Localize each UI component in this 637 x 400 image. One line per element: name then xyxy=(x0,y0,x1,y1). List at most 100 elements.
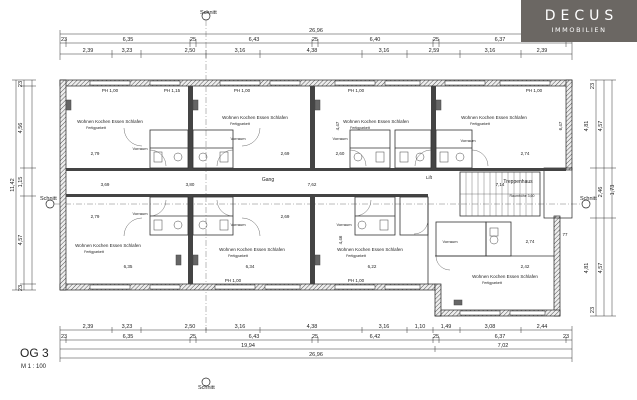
svg-text:2,39: 2,39 xyxy=(537,48,548,54)
svg-text:6,40: 6,40 xyxy=(370,37,381,43)
corridor-label: Gang xyxy=(262,177,274,183)
room-floor: Fertigparkett xyxy=(346,254,366,258)
bottom-dimension-chains xyxy=(59,326,573,362)
svg-text:4,81: 4,81 xyxy=(584,121,590,132)
svg-text:PH 1,00: PH 1,00 xyxy=(234,88,251,93)
svg-text:6,43: 6,43 xyxy=(249,334,260,340)
vestibule-label: Vorraum xyxy=(132,211,148,216)
svg-text:4,57: 4,57 xyxy=(18,235,24,246)
svg-text:PH 1,00: PH 1,00 xyxy=(348,278,365,283)
vestibule-label: Vorraum xyxy=(230,136,246,141)
room-name: Wohnen Kochen Essen Schlafen xyxy=(337,247,403,252)
lift-label: Lift xyxy=(426,175,433,180)
room-name: Wohnen Kochen Essen Schlafen xyxy=(472,274,538,279)
svg-text:6,43: 6,43 xyxy=(249,37,260,43)
svg-text:23: 23 xyxy=(18,81,24,87)
svg-text:PH 1,15: PH 1,15 xyxy=(164,88,181,93)
room-name: Wohnen Kochen Essen Schlafen xyxy=(77,119,143,124)
svg-text:25: 25 xyxy=(190,334,196,340)
inner-partitions xyxy=(149,129,554,284)
svg-text:6,47: 6,47 xyxy=(558,121,563,130)
left-dimension-chains xyxy=(12,79,36,291)
svg-text:4,81: 4,81 xyxy=(584,263,590,274)
room-floor: Fertigparkett xyxy=(482,281,502,285)
svg-text:23: 23 xyxy=(61,334,67,340)
svg-text:4,38: 4,38 xyxy=(307,324,318,330)
vestibule-label: Vorraum xyxy=(132,146,148,151)
room-name: Wohnen Kochen Essen Schlafen xyxy=(343,119,409,124)
room-floor: Fertigparkett xyxy=(228,254,248,258)
left-dimension-texts: 23 4,56 11,42 1,15 4,57 23 xyxy=(10,81,24,291)
windows xyxy=(89,80,551,316)
room-name: Wohnen Kochen Essen Schlafen xyxy=(75,243,141,248)
svg-text:7,02: 7,02 xyxy=(498,343,509,349)
svg-text:3,16: 3,16 xyxy=(235,324,246,330)
svg-text:3,69: 3,69 xyxy=(101,182,110,187)
svg-text:2,79: 2,79 xyxy=(91,151,100,156)
top-total-dim: 26,96 xyxy=(309,28,323,34)
svg-text:2,74: 2,74 xyxy=(526,239,535,244)
svg-text:6,35: 6,35 xyxy=(123,334,134,340)
stair-treads xyxy=(460,172,540,216)
svg-text:25: 25 xyxy=(312,37,318,43)
vestibule-label: Vorraum xyxy=(230,222,246,227)
room-name: Wohnen Kochen Essen Schlafen xyxy=(219,247,285,252)
svg-text:11,42: 11,42 xyxy=(10,178,16,191)
top-dimension-chains xyxy=(59,30,573,60)
svg-text:3,16: 3,16 xyxy=(485,48,496,54)
svg-text:7,62: 7,62 xyxy=(308,182,317,187)
stair-label: Treppenhaus xyxy=(503,179,533,185)
svg-text:3,16: 3,16 xyxy=(235,48,246,54)
svg-text:4,47: 4,47 xyxy=(335,121,340,130)
svg-text:6,37: 6,37 xyxy=(495,37,506,43)
door-swings xyxy=(123,127,489,271)
svg-text:2,69: 2,69 xyxy=(281,214,290,219)
svg-text:2,59: 2,59 xyxy=(429,48,440,54)
svg-text:2,50: 2,50 xyxy=(185,48,196,54)
svg-text:1,49: 1,49 xyxy=(441,324,452,330)
sanitary-fixtures xyxy=(65,99,499,306)
room-name: Wohnen Kochen Essen Schlafen xyxy=(222,115,288,120)
svg-text:7,14: 7,14 xyxy=(496,182,505,187)
sill-height-labels: PH 1,00 PH 1,15 PH 1,00 PH 1,00 PH 1,00 … xyxy=(102,88,543,283)
section-marker-top: Schnitt xyxy=(200,10,217,16)
svg-text:25: 25 xyxy=(433,334,439,340)
svg-text:25: 25 xyxy=(433,37,439,43)
svg-text:4,57: 4,57 xyxy=(598,121,604,132)
svg-text:1,10: 1,10 xyxy=(415,324,426,330)
svg-text:PH 1,00: PH 1,00 xyxy=(102,88,119,93)
svg-text:4,38: 4,38 xyxy=(307,48,318,54)
vestibule-label: Vorraum xyxy=(332,136,348,141)
svg-text:23: 23 xyxy=(61,37,67,43)
svg-text:6,22: 6,22 xyxy=(368,264,377,269)
room-floor: Fertigparkett xyxy=(470,122,490,126)
svg-text:6,34: 6,34 xyxy=(246,264,255,269)
svg-text:1,73: 1,73 xyxy=(610,185,616,196)
svg-text:2,44: 2,44 xyxy=(537,324,548,330)
svg-text:4,56: 4,56 xyxy=(18,123,24,134)
section-marker-left: Schnitt xyxy=(40,196,57,202)
svg-text:25: 25 xyxy=(190,37,196,43)
vestibule-label: Vorraum xyxy=(460,138,476,143)
logo-name: DECUS xyxy=(544,8,619,24)
svg-text:19,94: 19,94 xyxy=(241,343,255,349)
stair-height: Raumhöhe 3,60 xyxy=(510,194,535,198)
bottom-dimension-texts: 2,39 3,23 2,50 3,16 4,38 3,16 1,10 1,49 … xyxy=(61,324,569,358)
svg-text:6,37: 6,37 xyxy=(495,334,506,340)
svg-text:23: 23 xyxy=(563,334,569,340)
room-labels: Wohnen Kochen Essen Schlafen Fertigparke… xyxy=(75,115,538,285)
svg-text:77: 77 xyxy=(562,232,568,237)
svg-text:2,69: 2,69 xyxy=(281,151,290,156)
svg-text:3,08: 3,08 xyxy=(485,324,496,330)
section-markers: Schnitt Schnitt Schnitt Schnitt xyxy=(40,10,597,391)
svg-text:PH 1,00: PH 1,00 xyxy=(348,88,365,93)
floor-title: OG 3 xyxy=(20,346,49,360)
svg-text:2,46: 2,46 xyxy=(598,187,604,198)
room-floor: Fertigparkett xyxy=(230,122,250,126)
section-marker-right: Schnitt xyxy=(580,196,597,202)
room-floor: Fertigparkett xyxy=(84,250,104,254)
svg-text:3,16: 3,16 xyxy=(379,324,390,330)
svg-text:2,50: 2,50 xyxy=(185,324,196,330)
scale-label: M 1 : 100 xyxy=(21,364,47,370)
